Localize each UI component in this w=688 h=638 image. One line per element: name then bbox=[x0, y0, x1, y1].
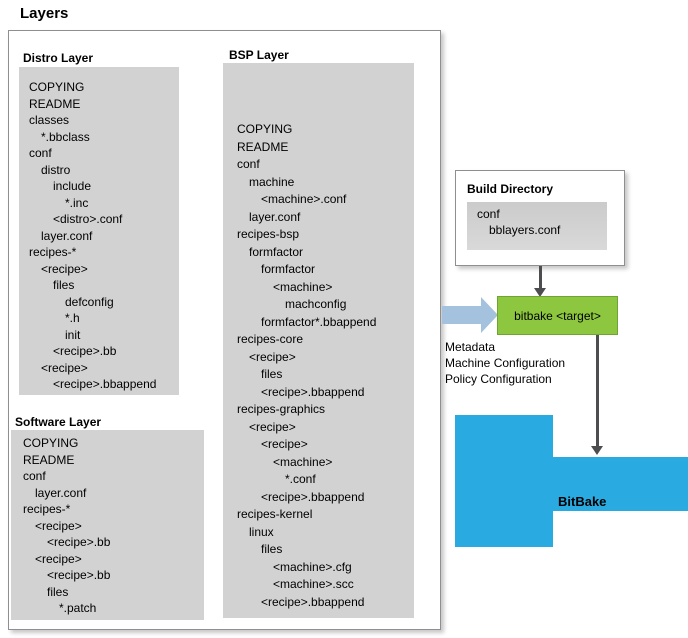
tree-item: init bbox=[65, 327, 81, 342]
tree-item: recipes-* bbox=[23, 502, 71, 516]
tree-item: distro bbox=[41, 162, 71, 177]
down-arrow-icon bbox=[591, 335, 603, 455]
tree-item: README bbox=[29, 96, 81, 111]
tree-item: <recipe>.bbappend bbox=[261, 384, 365, 399]
tree-item: COPYING bbox=[23, 436, 79, 450]
build-directory-tree: conf bblayers.conf bbox=[467, 202, 607, 250]
tree-item: machconfig bbox=[285, 297, 347, 311]
tree-item: <machine> bbox=[273, 454, 333, 469]
tree-item: Metadata bbox=[445, 340, 496, 354]
tree-item: <recipe> bbox=[261, 437, 308, 451]
bitbake-target-label: bitbake <target> bbox=[514, 308, 601, 323]
tree-item: layer.conf bbox=[41, 228, 93, 243]
tree-item: Machine Configuration bbox=[445, 356, 566, 370]
tree-item: *.bbclass bbox=[41, 129, 90, 144]
bsp-layer-tree: COPYING README conf machine <machine>.conf la… bbox=[223, 63, 414, 618]
software-layer-tree: COPYING README conf layer.conf recipes-* <rec… bbox=[11, 430, 204, 620]
tree-item: *.conf bbox=[285, 472, 316, 486]
tree-item: layer.conf bbox=[249, 209, 301, 224]
bitbake-shape: BitBake bbox=[455, 415, 688, 547]
tree-item: <machine> bbox=[273, 279, 333, 294]
distro-layer-tree: COPYING README classes *.bbclass conf distro i… bbox=[19, 67, 179, 395]
tree-item: <machine>.cfg bbox=[273, 559, 352, 574]
tree-item: bblayers.conf bbox=[489, 223, 561, 237]
arrow-head bbox=[534, 288, 546, 297]
software-layer-label: Software Layer bbox=[15, 415, 102, 429]
bsp-layer-label: BSP Layer bbox=[229, 48, 289, 62]
tree-item: *.h bbox=[65, 311, 80, 325]
tree-item: README bbox=[237, 139, 289, 154]
tree-item: <machine>.scc bbox=[273, 577, 354, 591]
tree-item: files bbox=[261, 367, 283, 381]
tree-item: <recipe> bbox=[35, 551, 82, 566]
tree-item: layer.conf bbox=[35, 485, 87, 500]
arrow-shaft bbox=[596, 335, 599, 446]
tree-item: <recipe>.bbappend bbox=[53, 377, 157, 391]
tree-item: <distro>.conf bbox=[53, 212, 123, 226]
tree-item: COPYING bbox=[237, 122, 293, 136]
tree-item: conf bbox=[29, 146, 52, 160]
tree-item: files bbox=[261, 542, 283, 556]
tree-item: <recipe>.bb bbox=[47, 568, 111, 582]
bitbake-target-box: bitbake <target> bbox=[497, 296, 618, 335]
tree-item: <recipe> bbox=[35, 518, 82, 533]
tree-item: <recipe>.bb bbox=[53, 344, 117, 358]
input-arrow-icon bbox=[442, 297, 498, 333]
tree-item: defconfig bbox=[65, 294, 114, 309]
tree-item: conf bbox=[23, 469, 46, 483]
tree-item: Policy Configuration bbox=[445, 372, 552, 386]
tree-item: files bbox=[47, 584, 69, 599]
tree-item: formfactor bbox=[249, 244, 304, 259]
tree-item: COPYING bbox=[29, 80, 85, 94]
tree-item: <recipe> bbox=[249, 349, 296, 364]
arrow-head bbox=[481, 297, 498, 333]
tree-item: machine bbox=[249, 174, 295, 189]
bitbake-shape-arm bbox=[553, 457, 688, 511]
tree-item: conf bbox=[237, 157, 260, 171]
tree-item: <recipe>.bbappend bbox=[261, 594, 365, 609]
tree-item: *.patch bbox=[59, 601, 97, 615]
build-directory-box: Build Directory conf bblayers.conf bbox=[455, 170, 625, 266]
tree-item: classes bbox=[29, 113, 70, 127]
layers-panel: Distro Layer COPYING README classes *.bbcla… bbox=[8, 30, 441, 630]
bitbake-label: BitBake bbox=[558, 494, 607, 509]
tree-item: <recipe>.bbappend bbox=[261, 489, 365, 504]
page-title: Layers bbox=[20, 5, 69, 22]
tree-item: recipes-core bbox=[237, 332, 304, 346]
tree-item: recipes-* bbox=[29, 245, 77, 259]
tree-item: <recipe> bbox=[249, 419, 296, 434]
tree-item: conf bbox=[477, 207, 500, 221]
tree-item: <machine>.conf bbox=[261, 192, 347, 206]
tree-item: <recipe>.bb bbox=[47, 535, 111, 549]
tree-item: README bbox=[23, 452, 75, 467]
tree-item: <recipe> bbox=[41, 360, 88, 375]
tree-item: files bbox=[53, 278, 75, 292]
arrow-shaft bbox=[442, 306, 481, 324]
arrow-shaft bbox=[539, 266, 542, 288]
tree-item: recipes-bsp bbox=[237, 227, 300, 241]
bitbake-shape-block bbox=[455, 415, 553, 547]
tree-item: recipes-kernel bbox=[237, 507, 313, 521]
tree-item: include bbox=[53, 179, 92, 193]
build-directory-label: Build Directory bbox=[467, 182, 554, 196]
tree-item: recipes-graphics bbox=[237, 402, 326, 416]
tree-item: linux bbox=[249, 524, 274, 539]
tree-item: *.inc bbox=[65, 195, 89, 210]
down-arrow-icon bbox=[534, 266, 546, 297]
tree-item: formfactor*.bbappend bbox=[261, 314, 377, 329]
arrow-head bbox=[591, 446, 603, 455]
tree-item: formfactor bbox=[261, 262, 316, 276]
distro-layer-label: Distro Layer bbox=[23, 51, 94, 65]
tree-item: <recipe> bbox=[41, 261, 88, 276]
